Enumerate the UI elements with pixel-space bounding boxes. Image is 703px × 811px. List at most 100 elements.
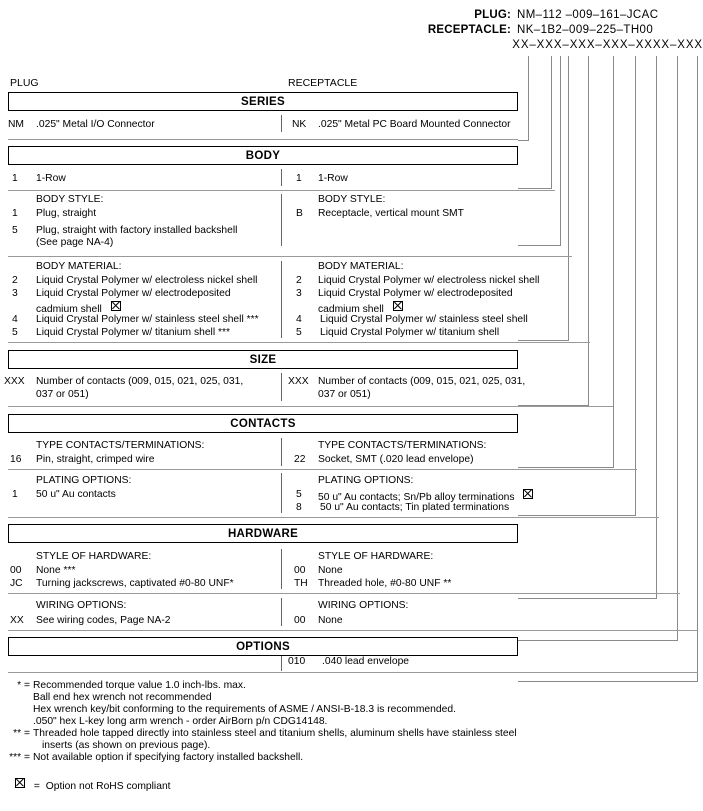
plating-plug-code-0: 1 <box>12 489 18 500</box>
receptacle-label: RECEPTACLE: <box>427 24 511 36</box>
row-receptacle-text: 1-Row <box>318 173 348 184</box>
leader-line-body-material <box>568 65 569 340</box>
row-plug-code: 1 <box>12 173 18 184</box>
footnote-rohs: = Option not RoHS compliant <box>14 778 171 793</box>
contact-type-plug-text: Pin, straight, crimped wire <box>36 454 155 465</box>
body-material-plug-text-2: cadmium shell <box>36 301 122 317</box>
body-material-receptacle-text-1: Liquid Crystal Polymer w/ electrodeposit… <box>318 288 513 299</box>
wiring-plug-code-0: XX <box>10 615 24 626</box>
leader-elbow-body-style <box>518 245 561 246</box>
options-receptacle-text: .040 lead envelope <box>322 656 410 667</box>
footnote-1-mark: * = <box>17 680 30 691</box>
leader-elbow-options <box>518 681 698 682</box>
hardware-style-heading-plug: STYLE OF HARDWARE: <box>36 551 152 562</box>
size-plug-code: XXX <box>4 376 25 387</box>
hardware-style-plug-code-1: JC <box>10 578 23 589</box>
divider-contact-type <box>281 438 282 466</box>
leader-line-plating <box>635 65 636 515</box>
leader-elbow-hardware-style <box>518 598 657 599</box>
plating-receptacle-code-0: 5 <box>296 489 302 500</box>
column-label-plug: PLUG <box>10 77 39 89</box>
divider-hardware-style <box>281 549 282 589</box>
leader-elbow-plating <box>518 515 636 516</box>
leader-tick-6 <box>613 56 614 65</box>
template-part-number: XX–XXX–XXX–XXX–XXXX–XXX <box>512 39 703 51</box>
band-body: BODY <box>8 146 518 165</box>
row-plug-text: 1-Row <box>36 173 66 184</box>
body-material-receptacle-code-3: 4 <box>296 314 302 325</box>
rohs-noncompliant-icon <box>392 301 403 311</box>
wiring-heading-plug: WIRING OPTIONS: <box>36 600 127 611</box>
body-style-plug-text-1: Plug, straight with factory installed ba… <box>36 225 238 236</box>
rule-after-hardware-style <box>8 593 680 594</box>
series-receptacle-text: .025" Metal PC Board Mounted Connector <box>318 119 511 130</box>
band-options: OPTIONS <box>8 637 518 656</box>
leader-tick-3 <box>560 56 561 65</box>
body-material-plug-code-0: 2 <box>12 275 18 286</box>
rule-after-wiring <box>8 630 698 631</box>
hardware-style-receptacle-text-1: Threaded hole, #0-80 UNF ** <box>318 578 452 589</box>
options-receptacle-code: 010 <box>288 656 306 667</box>
plug-part-number: NM–112 –009–161–JCAC <box>517 9 659 21</box>
band-hardware: HARDWARE <box>8 524 518 543</box>
band-series: SERIES <box>8 92 518 111</box>
body-material-receptacle-text-3: Liquid Crystal Polymer w/ stainless stee… <box>320 314 528 325</box>
hardware-style-plug-text-0: None *** <box>36 565 76 576</box>
band-contacts: CONTACTS <box>8 414 518 433</box>
leader-elbow-contact-type <box>518 467 614 468</box>
hardware-style-plug-text-1: Turning jackscrews, captivated #0-80 UNF… <box>36 578 234 589</box>
hardware-style-receptacle-text-0: None <box>318 565 343 576</box>
footnote-1-line-1: Ball end hex wrench not recommended <box>33 692 212 703</box>
body-style-plug-text-2: (See page NA-4) <box>36 237 114 248</box>
series-plug-text: .025" Metal I/O Connector <box>36 119 155 130</box>
size-plug-line2: 037 or 051) <box>36 389 89 400</box>
leader-tick-1 <box>528 56 529 65</box>
plating-heading-plug: PLATING OPTIONS: <box>36 475 132 486</box>
rule-after-series <box>8 139 518 140</box>
contact-type-heading-plug: TYPE CONTACTS/TERMINATIONS: <box>36 440 205 451</box>
body-style-plug-code-1: 5 <box>12 225 18 236</box>
body-style-heading-receptacle: BODY STYLE: <box>318 194 386 205</box>
leader-tick-5 <box>588 56 589 65</box>
body-material-receptacle-code-1: 3 <box>296 288 302 299</box>
rohs-noncompliant-icon <box>523 489 534 499</box>
plating-plug-text-0: 50 u" Au contacts <box>36 489 116 500</box>
plating-receptacle-text-1: 50 u" Au contacts; Tin plated terminatio… <box>320 502 510 513</box>
part-number-header: PLUG: NM–112 –009–161–JCAC RECEPTACLE: N… <box>0 8 703 53</box>
receptacle-part-number-row: RECEPTACLE: NK–1B2–009–225–TH00 <box>0 23 703 38</box>
divider-body-style <box>281 194 282 246</box>
wiring-receptacle-code-0: 00 <box>294 615 306 626</box>
leader-elbow-series <box>518 140 529 141</box>
body-style-plug-code-0: 1 <box>12 208 18 219</box>
receptacle-part-number: NK–1B2–009–225–TH00 <box>517 24 654 36</box>
divider-wiring <box>281 598 282 626</box>
body-material-heading-receptacle: BODY MATERIAL: <box>318 261 404 272</box>
plating-receptacle-text-0: 50 u" Au contacts; Sn/Pb alloy terminati… <box>318 489 534 505</box>
body-style-plug-text-0: Plug, straight <box>36 208 97 219</box>
hardware-style-plug-code-0: 00 <box>10 565 22 576</box>
footnote-1-line-3: .050" hex L-key long arm wrench - order … <box>33 716 328 727</box>
footnote-2-line-0: Threaded hole tapped directly into stain… <box>33 728 517 739</box>
wiring-plug-text-0: See wiring codes, Page NA-2 <box>36 615 171 626</box>
leader-tick-10 <box>697 56 698 65</box>
leader-tick-2 <box>551 56 552 65</box>
leader-line-contact-type <box>613 65 614 467</box>
rohs-noncompliant-icon <box>15 778 25 788</box>
rule-after-body-material <box>8 342 590 343</box>
contact-type-receptacle-code: 22 <box>294 454 306 465</box>
footnote-rohs-text: Option not RoHS compliant <box>45 781 171 792</box>
contact-type-receptacle-text: Socket, SMT (.020 lead envelope) <box>318 454 474 465</box>
series-plug-code: NM <box>8 119 25 130</box>
rule-after-size <box>8 406 613 407</box>
rule-after-options <box>8 672 698 673</box>
template-part-number-row: XX–XXX–XXX–XXX–XXXX–XXX <box>0 38 703 53</box>
plating-receptacle-text-0-label: 50 u" Au contacts; Sn/Pb alloy terminati… <box>318 492 515 503</box>
body-material-plug-code-1: 3 <box>12 288 18 299</box>
body-material-plug-text-2-label: cadmium shell <box>36 304 102 315</box>
leader-line-size <box>588 65 589 405</box>
leader-elbow-wiring <box>518 640 678 641</box>
hardware-style-receptacle-code-0: 00 <box>294 565 306 576</box>
body-material-receptacle-text-2-label: cadmium shell <box>318 304 384 315</box>
divider-series <box>281 115 282 132</box>
footnote-2-line-1: inserts (as shown on previous page). <box>42 740 211 751</box>
